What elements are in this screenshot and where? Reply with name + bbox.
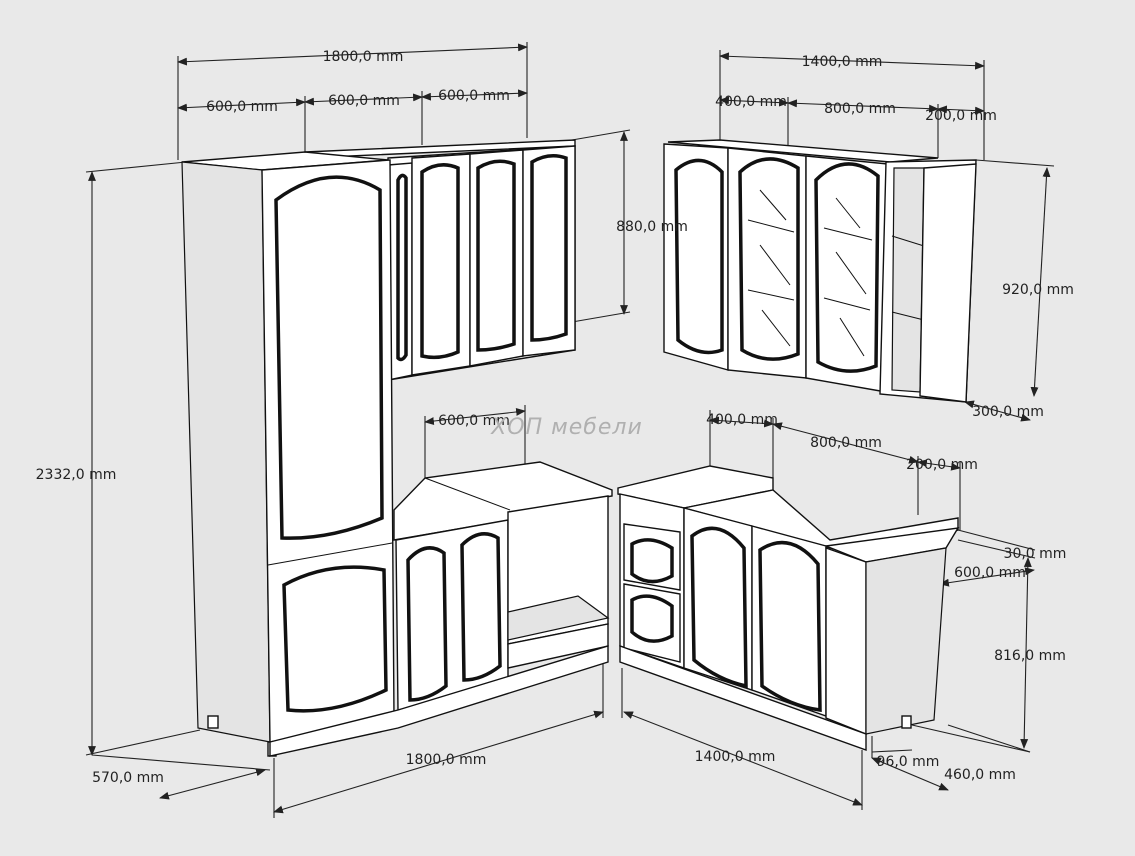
label-lower-right-w2: 800,0 mm bbox=[810, 435, 882, 451]
dimension-labels: 1800,0 mm 600,0 mm 600,0 mm 600,0 mm 880… bbox=[36, 49, 1074, 786]
lower-left-cabinets bbox=[269, 461, 613, 757]
label-lower-right-w1: 400,0 mm bbox=[706, 412, 778, 428]
label-upper-right-total-width: 1400,0 mm bbox=[802, 54, 883, 70]
label-base-right-width: 1400,0 mm bbox=[695, 749, 776, 765]
label-upper-total-width: 1800,0 mm bbox=[323, 49, 404, 65]
label-upper-right-w3: 200,0 mm bbox=[925, 108, 997, 124]
lower-right-cabinets bbox=[617, 465, 960, 751]
watermark: ХОП мебели bbox=[490, 415, 643, 440]
label-base-left-depth: 570,0 mm bbox=[92, 770, 164, 786]
label-worktop-thickness: 30,0 mm bbox=[1004, 546, 1067, 562]
label-upper-right-depth: 300,0 mm bbox=[972, 404, 1044, 420]
upper-left-cabinets bbox=[304, 139, 576, 381]
label-upper-left-w3: 600,0 mm bbox=[438, 88, 510, 104]
label-upper-right-w2: 800,0 mm bbox=[824, 101, 896, 117]
label-total-height: 2332,0 mm bbox=[36, 467, 117, 483]
label-lower-right-depth: 600,0 mm bbox=[954, 565, 1026, 581]
label-upper-left-height: 880,0 mm bbox=[616, 219, 688, 235]
label-upper-left-w1: 600,0 mm bbox=[206, 99, 278, 115]
label-plinth: 96,0 mm bbox=[877, 754, 940, 770]
label-upper-right-w1: 400,0 mm bbox=[715, 94, 787, 110]
label-base-left-width: 1800,0 mm bbox=[406, 752, 487, 768]
upper-right-cabinets bbox=[663, 139, 977, 403]
label-upper-left-w2: 600,0 mm bbox=[328, 93, 400, 109]
label-lower-right-w3: 200,0 mm bbox=[906, 457, 978, 473]
label-upper-right-height: 920,0 mm bbox=[1002, 282, 1074, 298]
label-base-right-depth: 460,0 mm bbox=[944, 767, 1016, 783]
label-lower-height: 816,0 mm bbox=[994, 648, 1066, 664]
label-lower-oven-width: 600,0 mm bbox=[438, 413, 510, 429]
dimension-lines bbox=[85, 42, 1055, 818]
tall-cabinet bbox=[181, 151, 395, 757]
